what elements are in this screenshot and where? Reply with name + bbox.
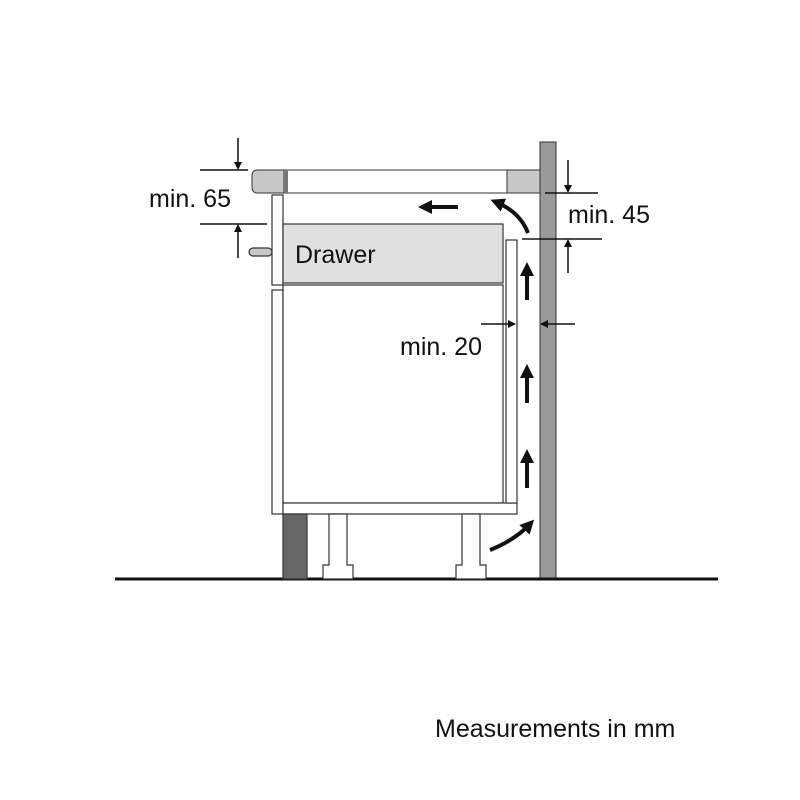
cabinet-leg	[455, 513, 487, 580]
curved-arrow-icon	[489, 519, 535, 552]
plinth	[282, 513, 308, 580]
dimension-min-45	[522, 160, 602, 273]
min-65-label: min. 65	[149, 185, 231, 213]
cabinet	[248, 194, 518, 580]
airflow-arrows	[418, 198, 535, 552]
min-45-label: min. 45	[568, 201, 650, 229]
wall	[539, 141, 557, 580]
drawer-label: Drawer	[295, 241, 376, 269]
cabinet-leg	[322, 513, 354, 580]
curved-arrow-icon	[490, 198, 530, 234]
dimension-min-65	[200, 138, 267, 258]
units-note: Measurements in mm	[435, 715, 675, 743]
min-20-label: min. 20	[400, 333, 482, 361]
hob	[251, 169, 541, 194]
drawer	[282, 223, 504, 284]
